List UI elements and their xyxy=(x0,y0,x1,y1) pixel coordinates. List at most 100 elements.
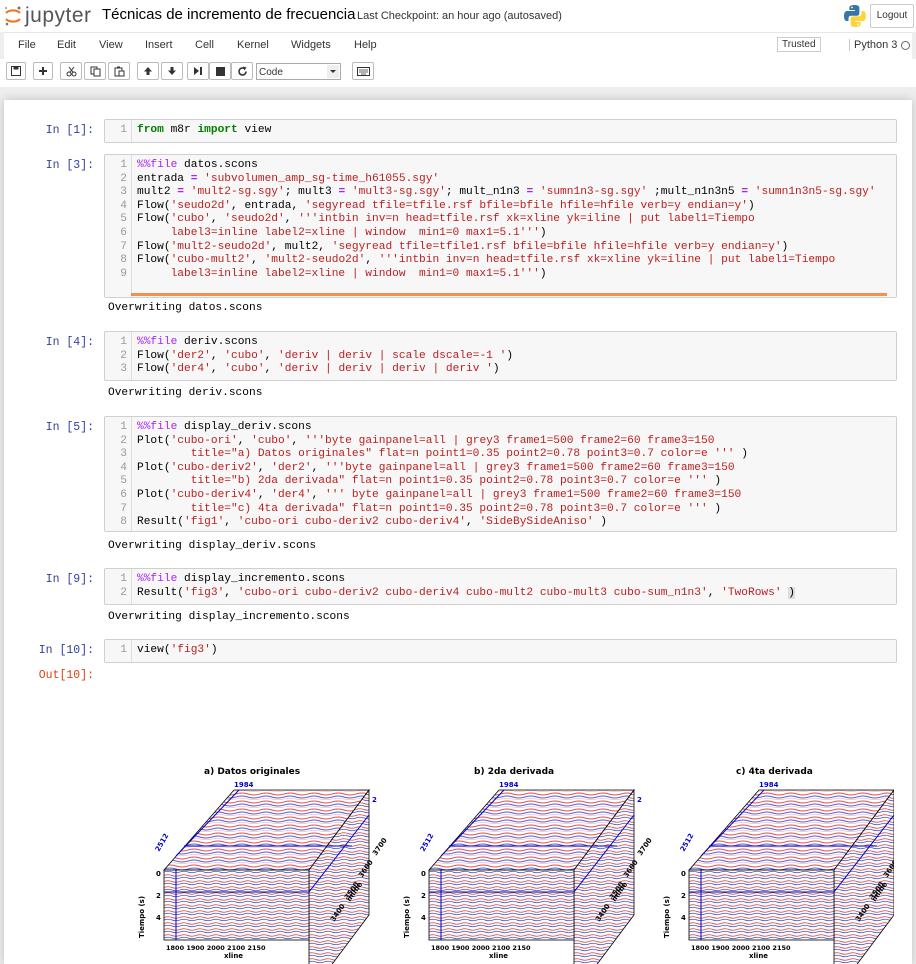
time-tick-label: 0 xyxy=(421,870,426,878)
logout-button[interactable]: Logout xyxy=(870,4,914,28)
cube-front-face xyxy=(688,869,835,941)
restart-button[interactable] xyxy=(231,62,253,80)
stop-icon xyxy=(215,66,225,76)
cell-type-value: Code xyxy=(259,67,283,78)
line-gutter xyxy=(105,120,132,142)
slice-line xyxy=(573,814,635,893)
command-palette-button[interactable] xyxy=(352,62,374,80)
menu-cell[interactable]: Cell xyxy=(195,39,214,51)
iline-tick-label: 2 xyxy=(372,796,377,804)
panel-title: a) Datos originales xyxy=(204,767,301,777)
slice-line xyxy=(833,814,895,893)
header: jupyter Técnicas de incremento de frecue… xyxy=(0,0,916,32)
cube-front-face xyxy=(428,869,575,941)
panel-title: c) 4ta derivada xyxy=(736,767,813,777)
time-tick-label: 4 xyxy=(681,914,686,922)
paste-button[interactable] xyxy=(108,62,130,80)
menu-kernel[interactable]: Kernel xyxy=(237,39,269,51)
kernel-status-icon xyxy=(901,41,910,50)
scissors-icon xyxy=(66,66,76,76)
save-button[interactable] xyxy=(6,62,26,80)
chevron-down-icon xyxy=(327,65,339,78)
iline-tick-label: 2 xyxy=(637,796,642,804)
move-up-button[interactable] xyxy=(137,62,159,80)
jupyter-icon xyxy=(5,6,21,26)
brand-name: jupyter xyxy=(25,4,92,27)
refresh-icon xyxy=(237,66,247,76)
plus-icon xyxy=(39,67,47,75)
time-axis-label: Tiempo (s) xyxy=(663,896,671,938)
input-prompt: In [10]: xyxy=(38,644,94,657)
horizontal-scrollbar[interactable] xyxy=(131,293,887,296)
input-prompt: In [5]: xyxy=(45,421,94,434)
insert-cell-button[interactable] xyxy=(33,62,53,80)
keyboard-icon xyxy=(356,66,370,76)
xline-axis-label: xline xyxy=(489,952,508,960)
interrupt-button[interactable] xyxy=(209,62,231,80)
menu-widgets[interactable]: Widgets xyxy=(291,39,331,51)
side-slice-label: 2512 xyxy=(419,832,436,853)
line-gutter xyxy=(105,640,132,662)
slice-line xyxy=(308,814,370,893)
menubar: File Edit View Insert Cell Kernel Widget… xyxy=(4,32,912,60)
top-slice-label: 1984 xyxy=(759,781,779,789)
cut-button[interactable] xyxy=(60,62,82,80)
jupyter-logo[interactable]: jupyter xyxy=(4,4,92,28)
input-prompt: In [4]: xyxy=(45,336,94,349)
checkpoint-status: Last Checkpoint: an hour ago (autosaved) xyxy=(357,10,562,22)
xline-tick-labels: 1800 1900 2000 2100 2150 xyxy=(691,944,791,952)
slice-line xyxy=(440,789,505,857)
panel-title: b) 2da derivada xyxy=(474,767,555,777)
cell-output: Overwriting display_incremento.scons xyxy=(108,611,350,623)
arrow-down-icon xyxy=(168,67,176,75)
slice-line xyxy=(700,789,765,857)
copy-icon xyxy=(90,66,100,76)
menu-insert[interactable]: Insert xyxy=(145,39,173,51)
menu-edit[interactable]: Edit xyxy=(57,39,76,51)
side-slice-label: 2512 xyxy=(679,832,696,853)
top-slice-label: 1984 xyxy=(499,781,519,789)
cell-type-select[interactable]: Code xyxy=(256,63,341,80)
trusted-indicator[interactable]: Trusted xyxy=(777,37,821,52)
top-slice-label: 1984 xyxy=(234,781,254,789)
toolbar xyxy=(0,59,916,87)
move-down-button[interactable] xyxy=(161,62,183,80)
notebook-title[interactable]: Técnicas de incremento de frecuencia xyxy=(102,6,356,23)
xline-tick-labels: 1800 1900 2000 2100 2150 xyxy=(166,944,266,952)
cell-output: Overwriting deriv.scons xyxy=(108,387,263,399)
inline-tick-label: 3700 xyxy=(371,836,389,857)
input-prompt: In [3]: xyxy=(45,159,94,172)
run-cell-button[interactable] xyxy=(187,62,209,80)
side-slice-label: 2512 xyxy=(154,832,171,853)
menu-help[interactable]: Help xyxy=(354,39,377,51)
menu-file[interactable]: File xyxy=(18,39,36,51)
line-gutter xyxy=(105,569,132,604)
copy-button[interactable] xyxy=(84,62,106,80)
xline-tick-labels: 1800 1900 2000 2100 2150 xyxy=(431,944,531,952)
time-tick-label: 0 xyxy=(156,870,161,878)
output-prompt: Out[10]: xyxy=(38,669,94,682)
save-icon xyxy=(11,66,21,76)
time-tick-label: 2 xyxy=(681,892,686,900)
input-prompt: In [9]: xyxy=(45,573,94,586)
line-gutter xyxy=(105,417,132,531)
menu-view[interactable]: View xyxy=(99,39,123,51)
time-tick-label: 0 xyxy=(681,870,686,878)
line-gutter xyxy=(105,155,132,297)
time-axis-label: Tiempo (s) xyxy=(138,896,146,938)
time-axis-label: Tiempo (s) xyxy=(403,896,411,938)
